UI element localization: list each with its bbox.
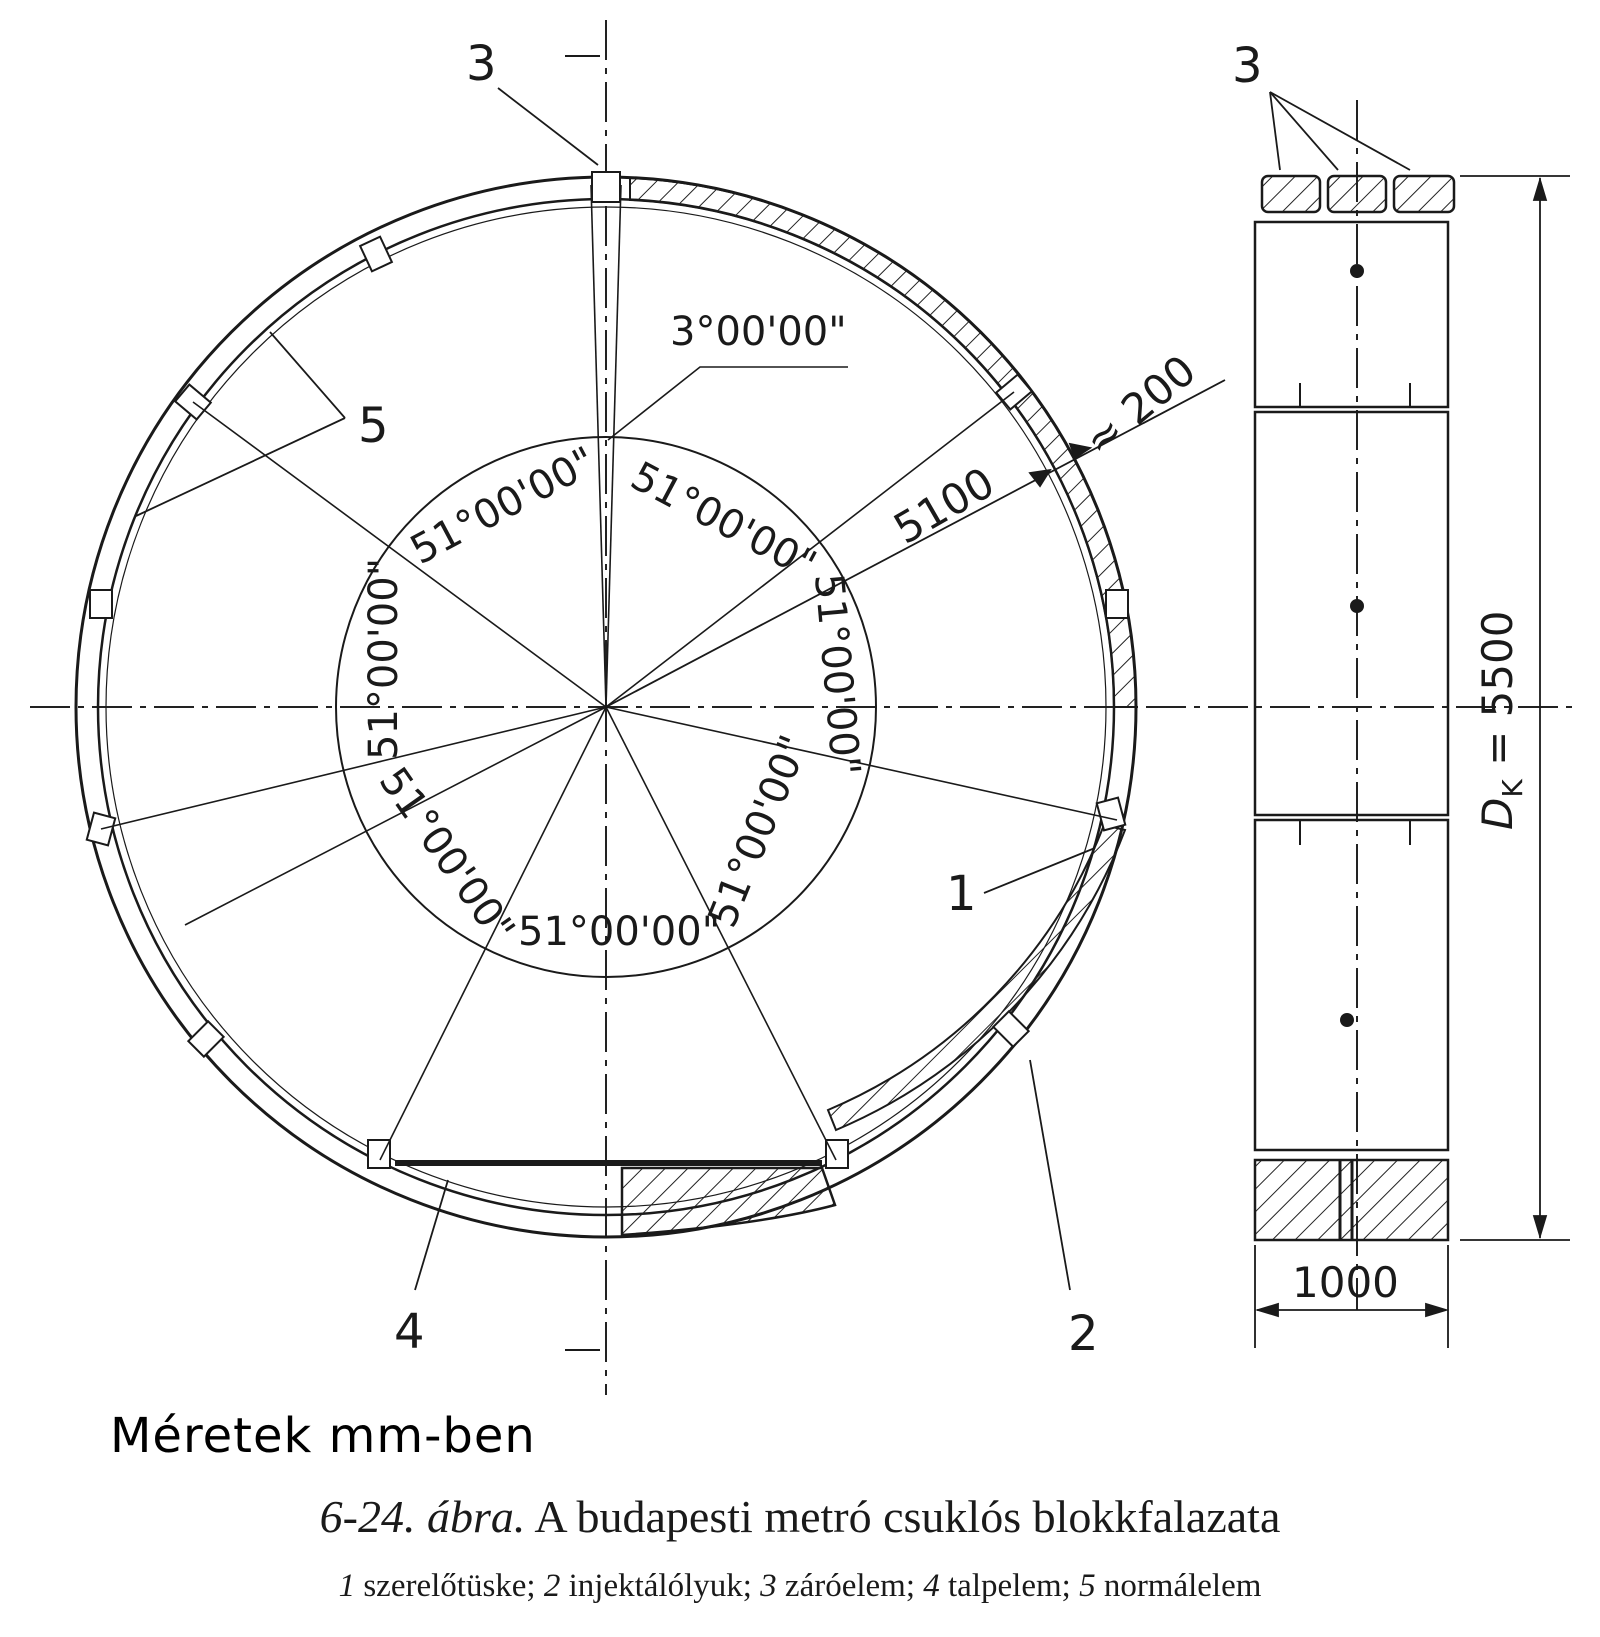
angle-label-lower-right: 51°00'00" [700, 729, 818, 934]
angle-label-upper-left: 51°00'00" [403, 438, 603, 573]
units-note: Méretek mm-ben [110, 1408, 536, 1464]
angle-label-bottom: 51°00'00" [518, 909, 720, 955]
legend-num-3: 3 [760, 1568, 777, 1604]
figure-title-text: A budapesti metró csuklós blokkfalazata [525, 1491, 1281, 1542]
angle-label-lower-left: 51°00'00" [370, 759, 524, 951]
angle-label-upper-right: 51°00'00" [623, 453, 823, 588]
thickness-label: ≈ 200 [1075, 345, 1205, 465]
figure-legend: 1 szerelőtüske; 2 injektálólyuk; 3 záróe… [0, 1568, 1600, 1605]
legend-text-3: záróelem; [776, 1568, 924, 1604]
section-marks [565, 55, 600, 1351]
legend-num-5: 5 [1079, 1568, 1096, 1604]
callout-1: 1 [946, 866, 977, 922]
callout-3-side: 3 [1232, 38, 1263, 94]
figure-number: 6-24. ábra. [319, 1491, 526, 1542]
width-label: 1000 [1292, 1258, 1399, 1307]
angle-top-label: 3°00'00" [670, 309, 847, 355]
callout-numbers: 3 3 5 1 2 4 [358, 36, 1263, 1362]
legend-text-5: normálelem [1095, 1568, 1262, 1604]
figure-title: 6-24. ábra. A budapesti metró csuklós bl… [0, 1490, 1600, 1543]
side-dimensions [1254, 175, 1570, 1348]
diameter-symbol: D [1473, 798, 1522, 830]
legend-num-2: 2 [543, 1568, 561, 1604]
diameter-label: DK = 5500 [1473, 611, 1529, 831]
callout-3-front: 3 [466, 36, 497, 92]
legend-text-1: szerelőtüske; [355, 1568, 544, 1604]
legend-num-1: 1 [338, 1568, 356, 1604]
side-view [1253, 174, 1456, 1242]
legend-text-2: injektálólyuk; [560, 1568, 761, 1604]
diameter-subscript: K [1496, 779, 1529, 798]
radius-dimension [605, 379, 1226, 708]
angle-construction [100, 184, 1118, 1161]
radius-label: 5100 [886, 458, 1003, 554]
callout-5: 5 [358, 398, 389, 454]
callout-2: 2 [1068, 1306, 1099, 1362]
legend-num-4: 4 [923, 1568, 940, 1604]
legend-text-4: talpelem; [939, 1568, 1080, 1604]
invert-block [395, 1160, 837, 1237]
angle-label-left: 51°00'00" [361, 558, 407, 760]
diameter-value: = 5500 [1473, 611, 1522, 780]
callout-4: 4 [394, 1304, 425, 1360]
callout-leaders [135, 87, 1411, 1291]
ring-joints [85, 171, 1129, 1169]
